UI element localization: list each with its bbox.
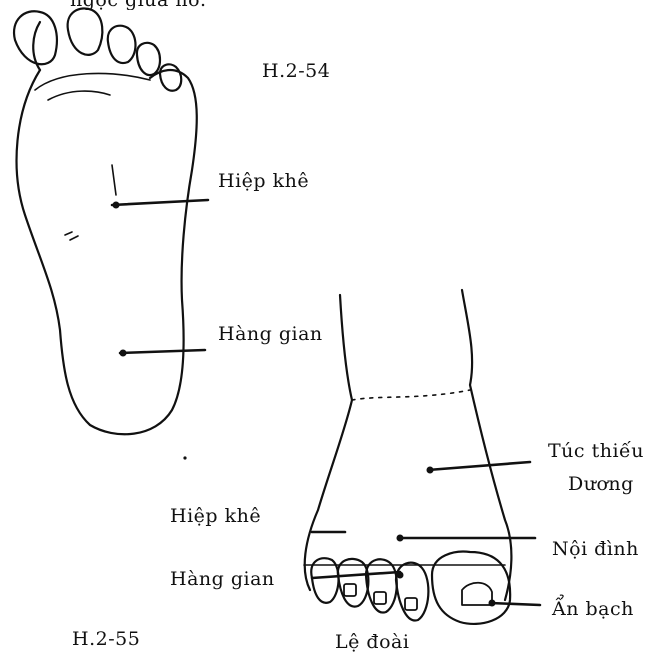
label-hiep-khe-55: Hiệp khê: [170, 507, 261, 526]
point-an-bach: [489, 600, 496, 607]
stray-dot: [183, 456, 186, 459]
sole-creases: [35, 73, 150, 240]
label-an-bach: Ẩn bạch: [552, 600, 634, 619]
top-caption: ngọc giữa nơ.: [70, 0, 207, 10]
point-hiep-khe-54: [113, 202, 120, 209]
point-tuc-thieu-duong: [427, 467, 434, 474]
pointer-hang-gian-55: [312, 572, 400, 578]
pointer-hang-gian-54: [120, 350, 205, 353]
point-hang-gian-55: [397, 572, 404, 579]
toes-dorsum: [304, 552, 510, 624]
label-le-doai: Lệ đoài: [335, 633, 409, 652]
label-hang-gian-55: Hàng gian: [170, 570, 275, 589]
figure-code-h255: H.2-55: [72, 630, 140, 649]
label-noi-dinh: Nội đình: [552, 540, 639, 559]
point-noi-dinh: [397, 535, 404, 542]
toes-sole: [14, 8, 181, 90]
point-hang-gian-54: [120, 350, 127, 357]
pointer-tuc-thieu-duong: [428, 462, 530, 470]
figure-code-h254: H.2-54: [262, 62, 330, 81]
label-hang-gian-54: Hàng gian: [218, 325, 323, 344]
pointer-an-bach: [490, 603, 540, 605]
pointer-hiep-khe-54: [112, 200, 208, 205]
label-hiep-khe-54: Hiệp khê: [218, 172, 309, 191]
label-tuc-thieu-line2: Dương: [568, 475, 634, 494]
label-tuc-thieu-line1: Túc thiếu: [548, 442, 644, 461]
